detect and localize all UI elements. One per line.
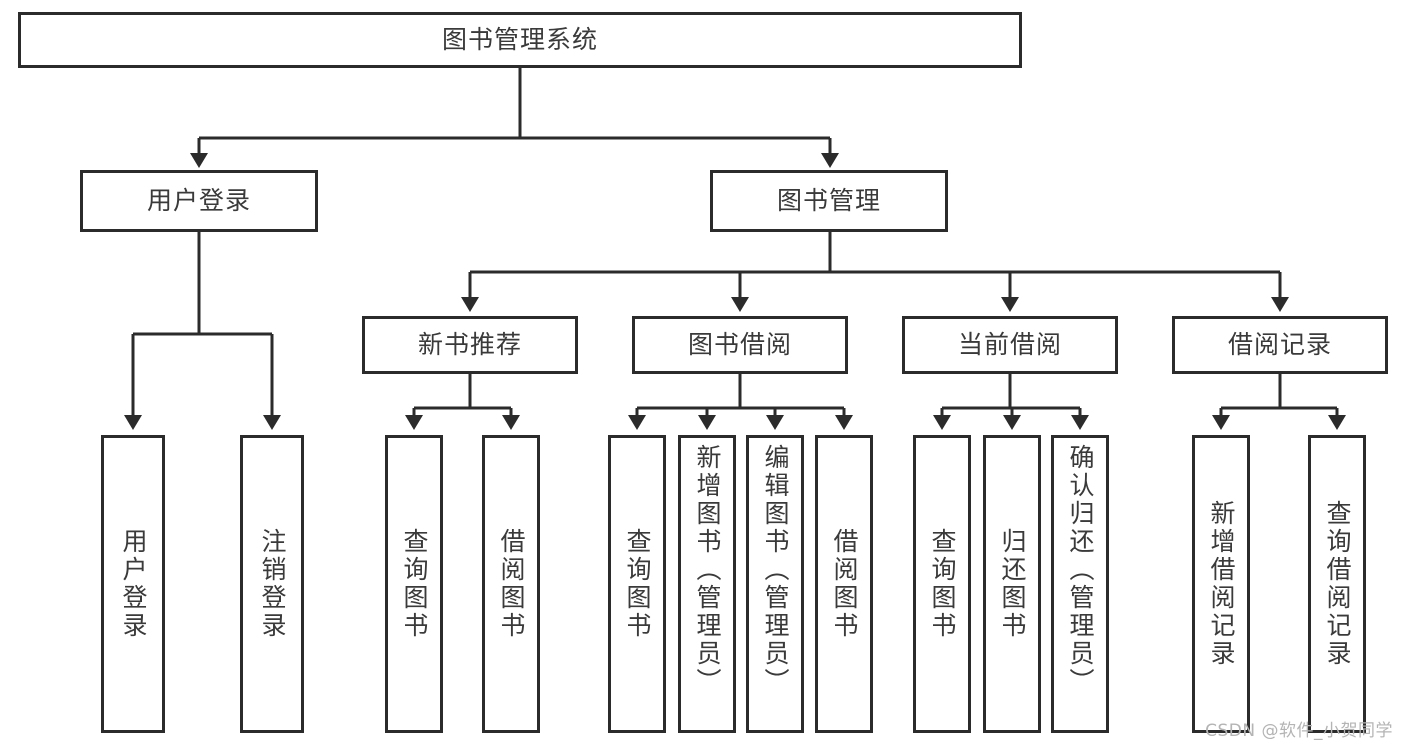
arrowhead-bm-to-borrow [731,297,749,312]
arrowhead-rc-c2 [1328,415,1346,430]
node-label: 归还图书 [998,528,1027,640]
arrowhead-cb-c3 [1071,415,1089,430]
node-label: 用户登录 [146,186,251,216]
arrowhead-bm-to-current [1001,297,1019,312]
arrowhead-ul-to-logout [263,415,281,430]
leaf-box-注销登录-1: 注销登录 [240,435,304,733]
level3-box-借阅记录-3: 借阅记录 [1172,316,1388,374]
level3-box-新书推荐-0: 新书推荐 [362,316,578,374]
arrowhead-root-to-user-login [190,153,208,168]
node-label: 查询图书 [623,528,652,640]
leaf-box-借阅图书-3: 借阅图书 [482,435,540,733]
arrowhead-bw-c2 [698,415,716,430]
arrowhead-bw-c1 [628,415,646,430]
node-label: 编辑图书（管理员） [761,444,790,696]
level3-box-当前借阅-2: 当前借阅 [902,316,1118,374]
level2-box-图书管理-1: 图书管理 [710,170,948,232]
root-box-图书管理系统-0: 图书管理系统 [18,12,1022,68]
leaf-box-查询图书-4: 查询图书 [608,435,666,733]
leaf-box-新增图书管理员-5: 新增图书（管理员） [678,435,736,733]
leaf-box-借阅图书-7: 借阅图书 [815,435,873,733]
node-label: 借阅图书 [830,528,859,640]
leaf-box-确认归还管理员-10: 确认归还（管理员） [1051,435,1109,733]
leaf-box-编辑图书管理员-6: 编辑图书（管理员） [746,435,804,733]
arrowhead-bm-to-newbook [461,297,479,312]
node-label: 新增图书（管理员） [693,444,722,696]
node-label: 查询借阅记录 [1323,500,1352,668]
leaf-box-用户登录-0: 用户登录 [101,435,165,733]
node-label: 新增借阅记录 [1207,500,1236,668]
arrowhead-ul-to-login [124,415,142,430]
node-label: 借阅图书 [497,528,526,640]
arrowhead-bm-to-record [1271,297,1289,312]
arrowhead-nb-c2 [502,415,520,430]
arrowhead-cb-c1 [933,415,951,430]
node-label: 新书推荐 [417,330,522,360]
arrowhead-rc-c1 [1212,415,1230,430]
leaf-box-查询图书-8: 查询图书 [913,435,971,733]
node-label: 借阅记录 [1227,330,1332,360]
node-label: 图书管理系统 [441,25,598,55]
node-label: 确认归还（管理员） [1066,444,1095,696]
node-label: 查询图书 [928,528,957,640]
leaf-box-查询图书-2: 查询图书 [385,435,443,733]
leaf-box-查询借阅记录-12: 查询借阅记录 [1308,435,1366,733]
node-label: 用户登录 [119,528,148,640]
node-label: 图书借阅 [687,330,792,360]
node-label: 查询图书 [400,528,429,640]
arrowhead-nb-c1 [405,415,423,430]
node-label: 注销登录 [258,528,287,640]
level2-box-用户登录-0: 用户登录 [80,170,318,232]
arrowhead-root-to-book-mgmt [821,153,839,168]
node-label: 图书管理 [776,186,881,216]
arrowhead-bw-c3 [766,415,784,430]
leaf-box-归还图书-9: 归还图书 [983,435,1041,733]
level3-box-图书借阅-1: 图书借阅 [632,316,848,374]
node-label: 当前借阅 [957,330,1062,360]
arrowhead-bw-c4 [835,415,853,430]
arrowhead-cb-c2 [1003,415,1021,430]
leaf-box-新增借阅记录-11: 新增借阅记录 [1192,435,1250,733]
